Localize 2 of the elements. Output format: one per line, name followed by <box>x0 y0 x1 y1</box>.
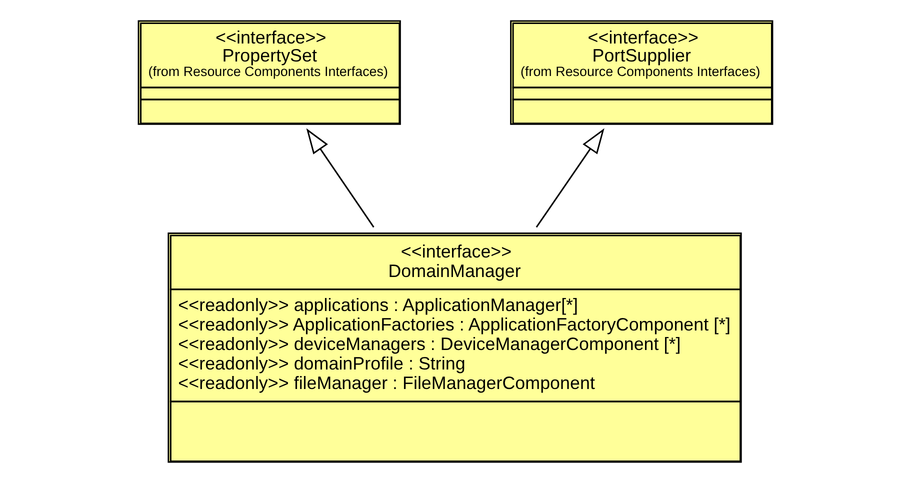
arrow <box>306 128 374 228</box>
arrow <box>535 128 604 228</box>
